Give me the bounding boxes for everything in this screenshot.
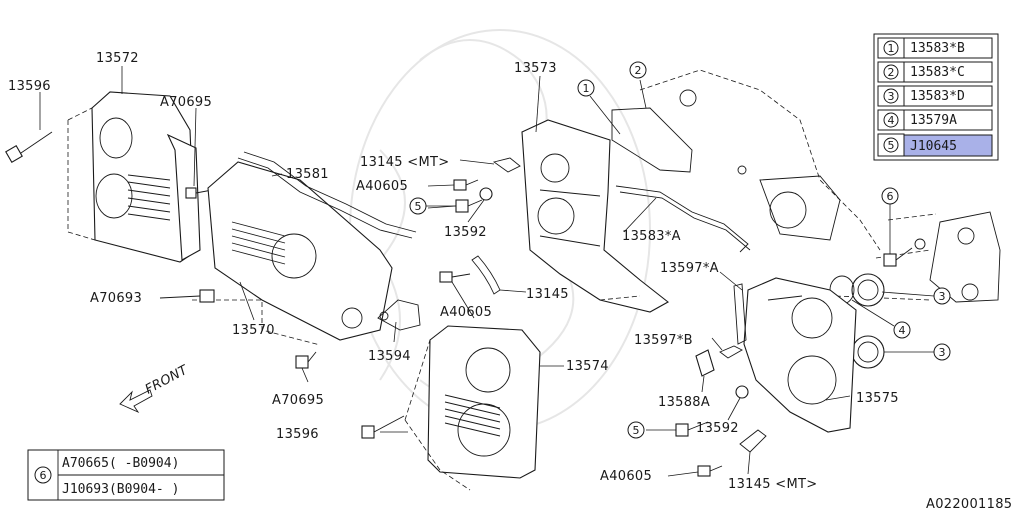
label-13597b: 13597*B	[634, 333, 693, 348]
legend-row-4-part: 13579A	[910, 113, 957, 128]
bolt-13596-bot[interactable]	[361, 415, 405, 439]
bolt-13596-top[interactable]	[5, 131, 53, 163]
backing-plate-13573[interactable]	[521, 119, 669, 313]
variant-row-1: A70665( -B0904)	[62, 456, 179, 471]
svg-text:6: 6	[40, 469, 47, 482]
seal-strip-13581[interactable]	[237, 151, 417, 239]
callout-4: 4	[893, 321, 911, 339]
svg-text:2: 2	[888, 66, 895, 79]
bolt-a40605-bot[interactable]	[697, 465, 723, 477]
label-13592-bot: 13592	[696, 421, 739, 436]
svg-text:5: 5	[415, 200, 422, 213]
front-label: FRONT	[143, 362, 191, 397]
label-13594: 13594	[368, 349, 411, 364]
label-13588a: 13588A	[658, 395, 710, 410]
leader-lines	[39, 66, 935, 477]
legend-row-5-part: J10645	[910, 139, 957, 154]
label-13145-mt-top: 13145 <MT>	[360, 155, 449, 170]
legend-table: 1 13583*B 2 13583*C 3 13583*D 4 13579A 5…	[873, 33, 999, 161]
label-13596-top: 13596	[8, 79, 51, 94]
label-13574: 13574	[566, 359, 609, 374]
svg-text:6: 6	[887, 190, 894, 203]
callout-1: 1	[577, 79, 595, 97]
bolt-a70695-mid[interactable]	[295, 351, 317, 369]
legend-row-2-part: 13583*C	[910, 65, 965, 80]
label-13583a: 13583*A	[622, 229, 681, 244]
label-13572: 13572	[96, 51, 139, 66]
guide-13145-mid[interactable]	[471, 255, 501, 295]
timing-cover-13572[interactable]	[91, 91, 201, 263]
callout-5-top: 5	[409, 197, 427, 215]
oil-seal-3b[interactable]	[851, 335, 885, 369]
bolt-a40605-mid[interactable]	[439, 271, 471, 283]
svg-text:3: 3	[939, 290, 946, 303]
guide-13597a[interactable]	[733, 283, 747, 345]
svg-text:4: 4	[888, 114, 895, 127]
timing-cover-13574[interactable]	[427, 325, 541, 479]
label-13145-mid: 13145	[526, 287, 569, 302]
bolt-5-top[interactable]	[455, 199, 483, 213]
idler-13592-bot[interactable]	[735, 385, 749, 399]
svg-text:3: 3	[939, 346, 946, 359]
legend-row-1-part: 13583*B	[910, 41, 965, 56]
callout-3a: 3	[933, 287, 951, 305]
callout-5-bot: 5	[627, 421, 645, 439]
oil-seal-3a[interactable]	[851, 273, 885, 307]
label-a70693: A70693	[90, 291, 142, 306]
belt-cover-13570[interactable]	[207, 161, 393, 341]
label-13592-top: 13592	[444, 225, 487, 240]
bracket-13145-mt-top[interactable]	[492, 157, 521, 173]
label-a70695-mid: A70695	[272, 393, 324, 408]
label-13596-bot: 13596	[276, 427, 319, 442]
bolt-a70693[interactable]	[159, 289, 215, 303]
label-13575: 13575	[856, 391, 899, 406]
bracket-13594[interactable]	[377, 299, 421, 331]
legend-row-3-part: 13583*D	[910, 89, 965, 104]
bolt-a40605-top[interactable]	[453, 179, 479, 191]
diagram-id: A022001185	[926, 497, 1012, 512]
bracket-13145-mt-bot[interactable]	[739, 429, 767, 453]
svg-text:5: 5	[888, 139, 895, 152]
label-13573: 13573	[514, 61, 557, 76]
front-arrow-icon	[119, 389, 153, 414]
svg-text:5: 5	[633, 424, 640, 437]
legend-row-5-highlight	[903, 134, 993, 157]
label-13145-mt-bot: 13145 <MT>	[728, 477, 817, 492]
label-a70695-top: A70695	[160, 95, 212, 110]
variant-table: 6 A70665( -B0904) J10693(B0904- )	[27, 449, 225, 501]
svg-text:2: 2	[635, 64, 642, 77]
svg-text:1: 1	[888, 42, 895, 55]
label-a40605-bot: A40605	[600, 469, 652, 484]
tensioner-13588a[interactable]	[695, 349, 715, 377]
gasket-13583a[interactable]	[611, 107, 751, 253]
label-13581: 13581	[286, 167, 329, 182]
svg-text:3: 3	[888, 90, 895, 103]
idler-13592-top[interactable]	[479, 187, 493, 201]
svg-text:4: 4	[899, 324, 906, 337]
guide-13597b[interactable]	[719, 345, 743, 359]
variant-row-2: J10693(B0904- )	[62, 482, 179, 497]
label-13570: 13570	[232, 323, 275, 338]
timing-cover-13575[interactable]	[743, 277, 857, 433]
svg-text:1: 1	[583, 82, 590, 95]
label-a40605-mid: A40605	[440, 305, 492, 320]
callout-2: 2	[629, 61, 647, 79]
label-a40605-top: A40605	[356, 179, 408, 194]
label-13597a: 13597*A	[660, 261, 719, 276]
callout-3b: 3	[933, 343, 951, 361]
callout-6-right: 6	[881, 187, 899, 205]
